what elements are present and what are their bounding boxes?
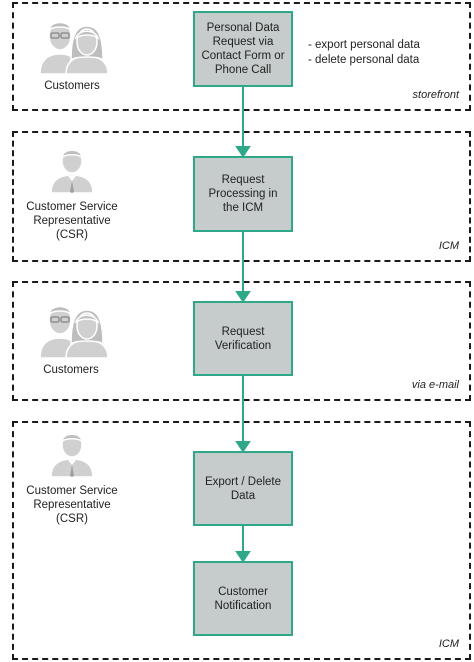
actor-label-csr: Customer Service Representative (CSR) [26, 201, 118, 241]
step-personal-data-request: Personal Data Request via Contact Form o… [193, 11, 293, 87]
step-label: Personal Data Request via Contact Form o… [201, 22, 285, 76]
customers-icon [39, 21, 109, 75]
note-item: - delete personal data [308, 54, 420, 66]
note-item: - export personal data [308, 39, 420, 51]
step-export-delete: Export / Delete Data [193, 451, 293, 526]
arrowhead [235, 146, 251, 158]
step-customer-notification: Customer Notification [193, 561, 293, 636]
request-types-note: - export personal data - delete personal… [308, 38, 420, 68]
lane-tag: ICM [438, 240, 459, 252]
step-request-verification: Request Verification [193, 301, 293, 376]
lane-icm-processing: ICM [12, 131, 471, 262]
customers-icon [39, 305, 109, 359]
step-label: Request Verification [214, 325, 272, 352]
actor-label-customers: Customers [43, 364, 99, 376]
arrowhead [235, 551, 251, 563]
csr-icon [50, 148, 94, 194]
lane-tag: storefront [412, 89, 459, 101]
lane-tag: ICM [438, 638, 459, 650]
lane-tag: via e-mail [411, 379, 459, 391]
lane-icm-fulfilment: ICM [12, 421, 471, 660]
lane-email-verification: via e-mail [12, 281, 471, 401]
step-request-processing: Request Processing in the ICM [193, 156, 293, 232]
lane-storefront: storefront [12, 2, 471, 111]
step-label: Customer Notification [214, 585, 272, 612]
csr-icon [50, 432, 94, 478]
step-label: Export / Delete Data [204, 475, 282, 502]
actor-label-customers: Customers [44, 80, 100, 92]
actor-label-csr: Customer Service Representative (CSR) [26, 485, 118, 525]
arrowhead [235, 441, 251, 453]
arrowhead [235, 291, 251, 303]
step-label: Request Processing in the ICM [208, 174, 278, 214]
